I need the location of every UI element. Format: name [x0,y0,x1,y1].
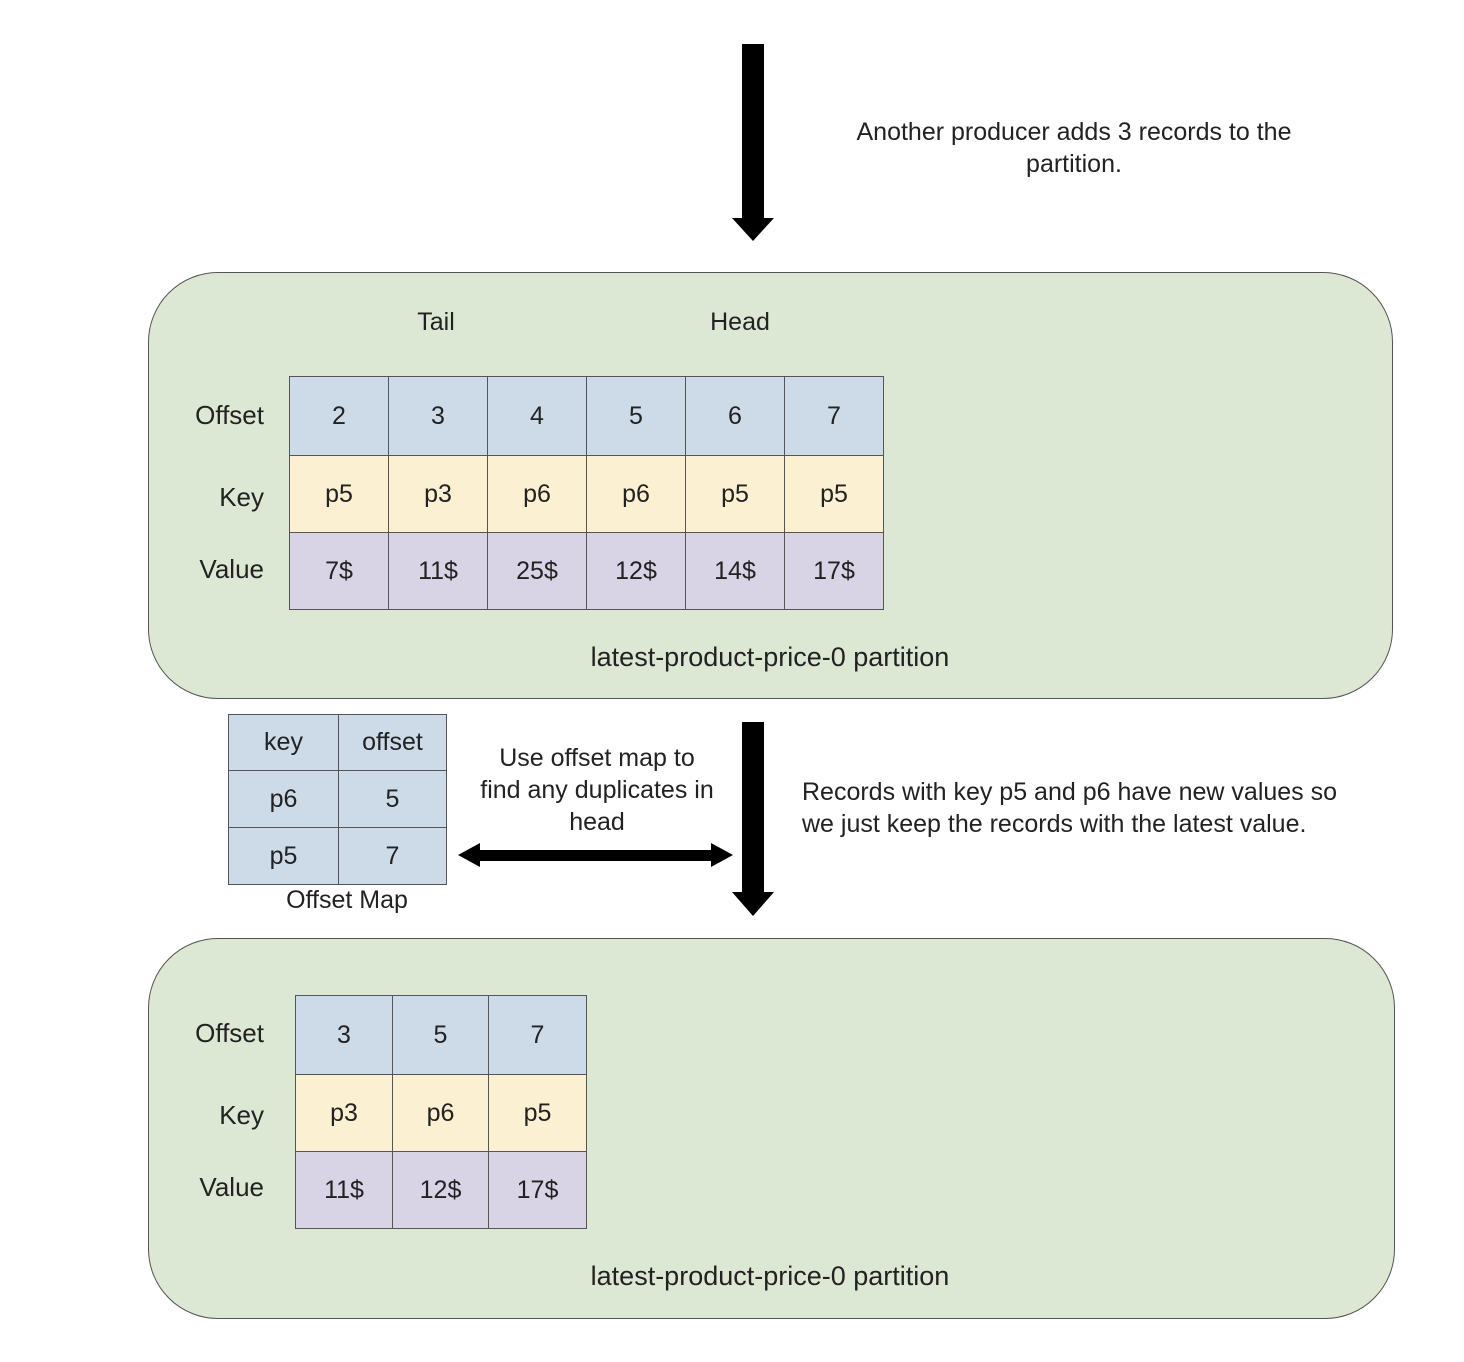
records-table-before: 2 3 4 5 6 7 p5 p3 p6 p6 p5 p5 7$ 11$ 25$… [289,376,884,610]
value-cell: 25$ [487,532,587,610]
key-cell: p3 [295,1074,393,1152]
offset-map-cell: p6 [228,770,339,828]
key-cell: p5 [488,1074,587,1152]
offset-cell: 2 [289,376,389,456]
row-label-value: Value [199,1172,264,1202]
offset-cell: 5 [586,376,686,456]
value-cell: 11$ [388,532,488,610]
offset-map-table: key offset p6 5 p5 7 [228,714,447,885]
offset-map-cell: p5 [228,827,339,885]
offset-cell: 3 [388,376,488,456]
offset-row: 2 3 4 5 6 7 [289,376,884,456]
key-cell: p6 [392,1074,489,1152]
key-cell: p6 [487,455,587,533]
value-cell: 11$ [295,1151,393,1229]
right-note: Records with key p5 and p6 have new valu… [802,778,1338,838]
offset-cell: 5 [392,995,489,1075]
key-cell: p5 [784,455,884,533]
key-cell: p5 [289,455,389,533]
offset-cell: 3 [295,995,393,1075]
offset-cell: 6 [685,376,785,456]
row-label-value: Value [199,554,264,584]
offset-map-header: key offset [228,714,447,771]
offset-map-row: p5 7 [228,827,447,885]
double-arrow-offset-map [458,843,733,867]
key-row: p3 p6 p5 [295,1074,587,1152]
down-arrow-middle [732,722,774,916]
offset-map-header-key: key [228,714,339,771]
head-label: Head [710,308,770,336]
row-label-offset: Offset [195,1018,264,1048]
row-label-offset: Offset [195,400,264,430]
value-cell: 12$ [586,532,686,610]
tail-label: Tail [417,308,455,336]
offset-cell: 7 [488,995,587,1075]
partition-caption-before: latest-product-price-0 partition [590,642,950,672]
partition-caption-after: latest-product-price-0 partition [590,1261,950,1291]
top-note: Another producer adds 3 records to the p… [856,118,1292,178]
offset-map-note: Use offset map to find any duplicates in… [480,744,714,836]
value-cell: 14$ [685,532,785,610]
records-table-after: 3 5 7 p3 p6 p5 11$ 12$ 17$ [295,995,587,1229]
row-label-key: Key [219,1100,264,1130]
key-cell: p5 [685,455,785,533]
key-cell: p6 [586,455,686,533]
value-cell: 7$ [289,532,389,610]
offset-cell: 4 [487,376,587,456]
value-row: 11$ 12$ 17$ [295,1151,587,1229]
offset-map-caption: Offset Map [286,886,408,914]
down-arrow-top [732,44,774,241]
value-cell: 17$ [488,1151,587,1229]
offset-map-cell: 7 [338,827,447,885]
offset-map-cell: 5 [338,770,447,828]
value-cell: 12$ [392,1151,489,1229]
value-row: 7$ 11$ 25$ 12$ 14$ 17$ [289,532,884,610]
key-row: p5 p3 p6 p6 p5 p5 [289,455,884,533]
offset-row: 3 5 7 [295,995,587,1075]
offset-map-row: p6 5 [228,770,447,828]
value-cell: 17$ [784,532,884,610]
offset-cell: 7 [784,376,884,456]
row-label-key: Key [219,482,264,512]
key-cell: p3 [388,455,488,533]
offset-map-header-offset: offset [338,714,447,771]
